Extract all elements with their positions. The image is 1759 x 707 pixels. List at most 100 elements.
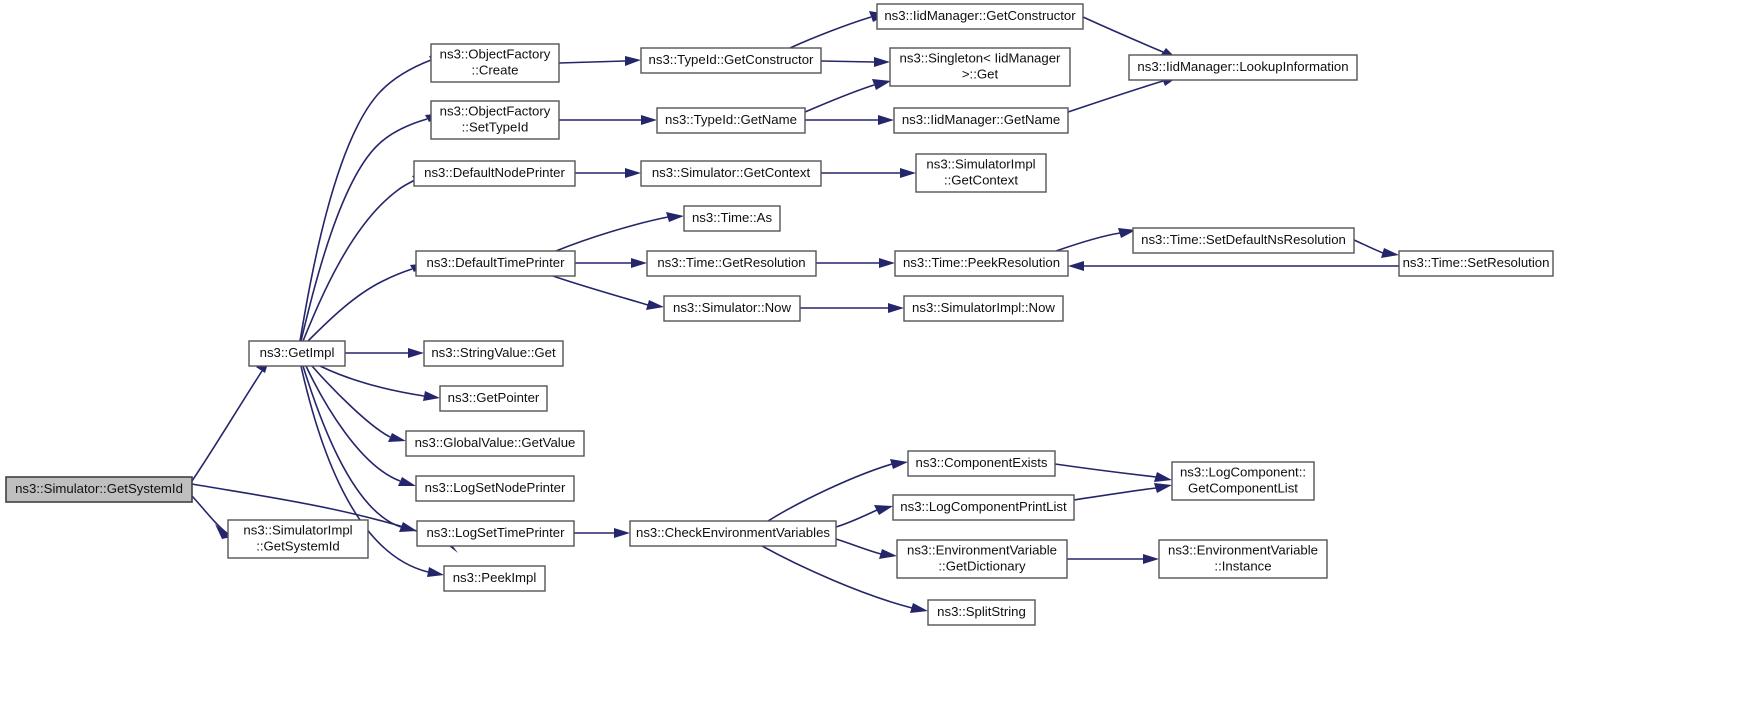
node-box[interactable] bbox=[1132, 227, 1355, 254]
graph-node[interactable]: ns3::TypeId::GetConstructor bbox=[640, 47, 822, 74]
edge-line bbox=[789, 16, 872, 49]
graph-node[interactable]: ns3::SplitString bbox=[927, 599, 1036, 626]
node-box[interactable] bbox=[893, 107, 1069, 134]
node-box[interactable] bbox=[413, 160, 576, 187]
call-edge bbox=[307, 263, 429, 342]
arrowhead-icon bbox=[1068, 261, 1084, 271]
node-box[interactable] bbox=[423, 340, 564, 367]
graph-node[interactable]: ns3::Time::As bbox=[683, 205, 781, 232]
graph-node[interactable]: ns3::LogSetNodePrinter bbox=[415, 475, 575, 502]
call-edge bbox=[835, 538, 897, 559]
arrowhead-icon bbox=[641, 115, 657, 125]
arrowhead-icon bbox=[878, 115, 894, 125]
node-label: ns3::SimulatorImpl::Now bbox=[912, 300, 1055, 315]
node-box[interactable] bbox=[663, 295, 801, 322]
call-edge bbox=[804, 79, 891, 113]
edge-line bbox=[761, 545, 913, 609]
edge-line bbox=[300, 118, 428, 342]
call-edge bbox=[835, 505, 893, 528]
graph-node[interactable]: ns3::SimulatorImpl::GetSystemId bbox=[227, 519, 369, 559]
node-box[interactable] bbox=[439, 385, 548, 412]
node-box[interactable] bbox=[443, 565, 546, 592]
call-edge bbox=[311, 365, 406, 442]
graph-node[interactable]: ns3::EnvironmentVariable::Instance bbox=[1158, 539, 1328, 579]
node-label: ns3::LogSetNodePrinter bbox=[425, 480, 566, 495]
graph-node[interactable]: ns3::PeekImpl bbox=[443, 565, 546, 592]
node-box[interactable] bbox=[927, 599, 1036, 626]
arrowhead-icon bbox=[879, 258, 895, 268]
graph-node[interactable]: ns3::ComponentExists bbox=[907, 450, 1056, 477]
graph-node[interactable]: ns3::CheckEnvironmentVariables bbox=[629, 520, 837, 547]
graph-node[interactable]: ns3::IidManager::LookupInformation bbox=[1128, 54, 1358, 81]
node-box[interactable] bbox=[889, 47, 1071, 87]
node-box[interactable] bbox=[640, 160, 822, 187]
graph-node[interactable]: ns3::GlobalValue::GetValue bbox=[405, 430, 585, 457]
node-box[interactable] bbox=[656, 107, 806, 134]
edge-line bbox=[299, 59, 432, 342]
node-box[interactable] bbox=[1171, 461, 1315, 501]
graph-node[interactable]: ns3::StringValue::Get bbox=[423, 340, 564, 367]
call-edge bbox=[1067, 76, 1179, 113]
node-box[interactable] bbox=[248, 340, 346, 367]
node-box[interactable] bbox=[892, 494, 1075, 521]
node-box[interactable] bbox=[896, 539, 1068, 579]
node-box[interactable] bbox=[683, 205, 781, 232]
graph-node[interactable]: ns3::GetImpl bbox=[248, 340, 346, 367]
graph-node[interactable]: ns3::EnvironmentVariable::GetDictionary bbox=[896, 539, 1068, 579]
node-label: ns3::LogComponentPrintList bbox=[900, 499, 1067, 514]
node-box[interactable] bbox=[227, 519, 369, 559]
node-box[interactable] bbox=[1158, 539, 1328, 579]
graph-node[interactable]: ns3::Time::GetResolution bbox=[646, 250, 817, 277]
graph-node[interactable]: ns3::Singleton< IidManager>::Get bbox=[889, 47, 1071, 87]
graph-node[interactable]: ns3::IidManager::GetConstructor bbox=[876, 3, 1084, 30]
node-box[interactable] bbox=[629, 520, 837, 547]
graph-node[interactable]: ns3::Time::SetResolution bbox=[1398, 250, 1554, 277]
edge-line bbox=[191, 495, 229, 535]
graph-node[interactable]: ns3::GetPointer bbox=[439, 385, 548, 412]
edge-line bbox=[305, 365, 401, 482]
node-box[interactable] bbox=[907, 450, 1056, 477]
graph-node[interactable]: ns3::DefaultNodePrinter bbox=[413, 160, 576, 187]
graph-node[interactable]: ns3::LogComponentPrintList bbox=[892, 494, 1075, 521]
node-label: ns3::EnvironmentVariable bbox=[907, 542, 1057, 557]
node-box[interactable] bbox=[646, 250, 817, 277]
graph-node[interactable]: ns3::Time::PeekResolution bbox=[894, 250, 1069, 277]
graph-node[interactable]: ns3::Simulator::GetContext bbox=[640, 160, 822, 187]
graph-node-root[interactable]: ns3::Simulator::GetSystemId bbox=[5, 476, 193, 503]
graph-node[interactable]: ns3::SimulatorImpl::GetContext bbox=[915, 153, 1047, 193]
node-box[interactable] bbox=[416, 520, 575, 547]
graph-node[interactable]: ns3::ObjectFactory::SetTypeId bbox=[430, 100, 560, 140]
arrowhead-icon bbox=[879, 549, 897, 559]
node-box[interactable] bbox=[915, 153, 1047, 193]
node-box[interactable] bbox=[894, 250, 1069, 277]
node-label: ::Instance bbox=[1214, 558, 1271, 573]
graph-node[interactable]: ns3::Time::SetDefaultNsResolution bbox=[1132, 227, 1355, 254]
node-box[interactable] bbox=[1128, 54, 1358, 81]
call-edge bbox=[761, 545, 928, 613]
graph-node[interactable]: ns3::Simulator::Now bbox=[663, 295, 801, 322]
graph-node[interactable]: ns3::IidManager::GetName bbox=[893, 107, 1069, 134]
graph-node[interactable]: ns3::LogSetTimePrinter bbox=[416, 520, 575, 547]
graph-node[interactable]: ns3::DefaultTimePrinter bbox=[415, 250, 576, 277]
node-box[interactable] bbox=[5, 476, 193, 503]
node-box[interactable] bbox=[405, 430, 585, 457]
node-label: ns3::StringValue::Get bbox=[431, 345, 556, 360]
node-box[interactable] bbox=[415, 250, 576, 277]
node-box[interactable] bbox=[430, 43, 560, 83]
graph-node[interactable]: ns3::LogComponent::GetComponentList bbox=[1171, 461, 1315, 501]
node-label: ns3::IidManager::GetName bbox=[902, 112, 1060, 127]
graph-node[interactable]: ns3::SimulatorImpl::Now bbox=[903, 295, 1064, 322]
node-box[interactable] bbox=[415, 475, 575, 502]
graph-node[interactable]: ns3::ObjectFactory::Create bbox=[430, 43, 560, 83]
node-box[interactable] bbox=[430, 100, 560, 140]
node-label: ::Create bbox=[472, 62, 519, 77]
node-label: ::GetSystemId bbox=[256, 538, 340, 553]
node-box[interactable] bbox=[640, 47, 822, 74]
graph-node[interactable]: ns3::TypeId::GetName bbox=[656, 107, 806, 134]
node-box[interactable] bbox=[903, 295, 1064, 322]
arrowhead-icon bbox=[398, 477, 416, 486]
edge-line bbox=[302, 365, 402, 528]
node-label: ns3::DefaultTimePrinter bbox=[426, 255, 565, 270]
node-box[interactable] bbox=[1398, 250, 1554, 277]
node-box[interactable] bbox=[876, 3, 1084, 30]
